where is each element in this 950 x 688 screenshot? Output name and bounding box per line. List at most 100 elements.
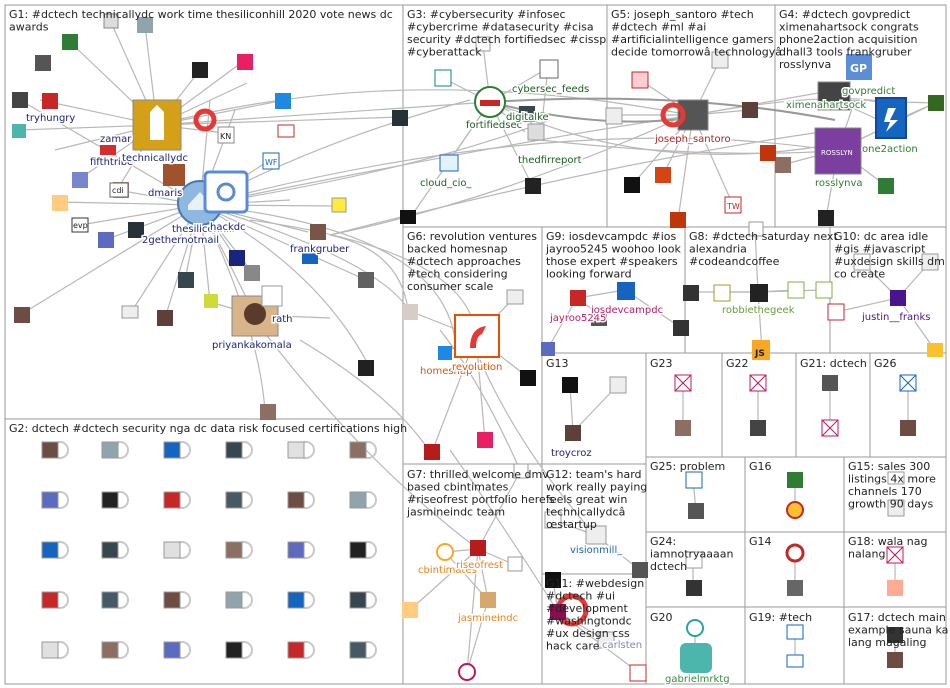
node-g1-t[interactable]	[178, 272, 194, 288]
g2-node[interactable]	[287, 591, 305, 609]
node-g22-b[interactable]	[750, 420, 766, 436]
node-g17-a[interactable]	[887, 627, 903, 643]
node-g6-a[interactable]	[402, 304, 418, 320]
node-label-cybersec_feeds[interactable]: cybersec_feeds	[512, 84, 589, 95]
node-g7-d[interactable]	[513, 463, 529, 479]
node-g5-e[interactable]	[624, 177, 640, 193]
node-g4-a[interactable]	[775, 157, 791, 173]
node-label-gabrielmrktg[interactable]: gabrielmrktg	[665, 674, 730, 685]
node-kn[interactable]	[217, 126, 235, 144]
g2-node[interactable]	[349, 591, 367, 609]
node-g25-a[interactable]	[685, 471, 703, 489]
node-label-troycroz[interactable]: troycroz	[551, 448, 592, 459]
node-label-homesnap[interactable]: homesnap	[420, 366, 472, 377]
node-g14-b[interactable]	[787, 580, 803, 596]
node-label-priyankakomala[interactable]: priyankakomala	[212, 340, 292, 351]
g2-node[interactable]	[287, 491, 305, 509]
node-g1-u[interactable]	[229, 250, 245, 266]
node-dmaris[interactable]	[163, 164, 185, 186]
node-tryhungry[interactable]	[42, 93, 58, 109]
node-g25-b[interactable]	[688, 503, 704, 519]
g2-node[interactable]	[41, 641, 59, 659]
node-g1-j[interactable]	[277, 124, 295, 138]
node-label-revolution[interactable]: revolution	[452, 362, 502, 373]
node-g26-b[interactable]	[900, 420, 916, 436]
node-g5-d[interactable]	[742, 102, 758, 118]
node-g1-p[interactable]	[14, 307, 30, 323]
node-g10-c[interactable]	[927, 343, 943, 357]
node-g9-c[interactable]	[673, 320, 689, 336]
node-g5-b[interactable]	[605, 107, 623, 125]
node-g1-c[interactable]	[35, 55, 51, 71]
node-g3-a[interactable]	[434, 69, 452, 87]
node-label-robbiethegeek[interactable]: robbiethegeek	[722, 305, 795, 316]
node-g11-b[interactable]	[629, 664, 647, 682]
g2-node[interactable]	[41, 591, 59, 609]
node-cloud-cio[interactable]	[439, 154, 459, 172]
node-g21-a[interactable]	[822, 375, 838, 391]
node-g1-e[interactable]	[137, 17, 153, 33]
node-govpredict[interactable]	[817, 81, 851, 111]
node-g6-c[interactable]	[520, 370, 536, 386]
g2-node[interactable]	[349, 441, 367, 459]
node-label-frankgruber[interactable]: frankgruber	[290, 244, 350, 255]
node-g1-z[interactable]	[358, 360, 374, 376]
node-g8-a[interactable]	[683, 285, 699, 301]
node-g4-e[interactable]	[760, 145, 776, 161]
node-g23-b[interactable]	[675, 420, 691, 436]
node-g8-e[interactable]	[748, 221, 764, 237]
node-thedfirreport[interactable]	[527, 123, 545, 141]
node-g15-a[interactable]	[887, 471, 905, 485]
node-label-govpredict[interactable]: govpredict	[842, 86, 895, 97]
node-g1-aa[interactable]	[260, 404, 276, 420]
node-g4-c[interactable]	[928, 95, 944, 111]
node-g7-c[interactable]	[458, 663, 476, 681]
g2-node[interactable]	[225, 491, 243, 509]
g2-node[interactable]	[287, 641, 305, 659]
node-g19-a[interactable]	[786, 624, 804, 640]
node-carlsten[interactable]	[597, 631, 615, 649]
node-cybersec-feeds[interactable]	[539, 59, 559, 79]
node-g1-q[interactable]	[121, 305, 139, 319]
node-label-twogethernotmail[interactable]: 2gethernotmail	[142, 235, 219, 246]
g2-node[interactable]	[101, 591, 119, 609]
node-g12-a[interactable]	[632, 562, 648, 578]
node-g11-a[interactable]	[550, 604, 566, 620]
node-digitalke[interactable]	[519, 106, 535, 122]
node-g11-c[interactable]	[545, 572, 561, 588]
node-g16-b[interactable]	[786, 501, 804, 519]
node-justin-franks[interactable]	[890, 290, 906, 306]
node-g1-m[interactable]	[52, 195, 68, 211]
node-g3-d[interactable]	[400, 210, 416, 224]
node-g24-b[interactable]	[686, 580, 702, 596]
node-g1-d[interactable]	[103, 13, 119, 29]
node-g15-b[interactable]	[887, 499, 905, 517]
node-label-jasmineindc[interactable]: jasmineindc	[457, 613, 518, 624]
node-g8-c[interactable]	[787, 281, 805, 299]
node-evp[interactable]	[71, 217, 89, 233]
node-g1-n[interactable]	[98, 232, 114, 248]
node-label-one2action[interactable]: one2action	[862, 144, 918, 155]
node-g5-c[interactable]	[711, 51, 729, 69]
node-g18-b[interactable]	[887, 580, 903, 596]
node-g5-a[interactable]	[631, 71, 649, 89]
node-g13-a[interactable]	[562, 377, 578, 393]
node-label-thesiliconhill[interactable]: thesiliconhill	[172, 224, 235, 235]
node-label-visionmill[interactable]: visionmill_	[570, 545, 623, 556]
node-g8-d[interactable]	[815, 281, 833, 299]
node-label-ximenahartsock[interactable]: ximenahartsock	[786, 100, 866, 111]
g2-node[interactable]	[163, 541, 181, 559]
node-g10-a[interactable]	[921, 253, 939, 271]
node-troycroz[interactable]	[565, 425, 581, 441]
g2-node[interactable]	[349, 491, 367, 509]
node-label-digitalke[interactable]: digitalke	[506, 112, 549, 123]
node-g7-b[interactable]	[507, 556, 523, 572]
node-jayroo5245[interactable]	[570, 290, 586, 306]
node-g1-y[interactable]	[358, 272, 374, 288]
g2-node[interactable]	[225, 441, 243, 459]
node-g16-a[interactable]	[787, 472, 803, 488]
node-g6-e[interactable]	[477, 432, 493, 448]
g2-node[interactable]	[163, 641, 181, 659]
g2-node[interactable]	[349, 541, 367, 559]
node-g1-ab[interactable]	[392, 110, 408, 126]
